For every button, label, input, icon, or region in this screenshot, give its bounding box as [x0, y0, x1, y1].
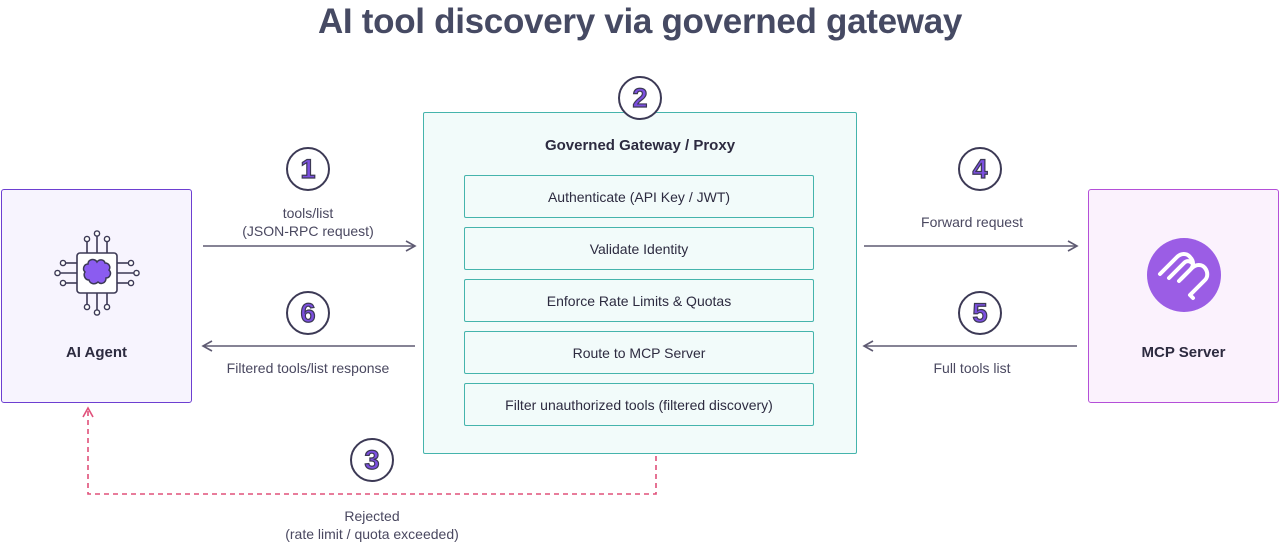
mcp-server-node: MCP Server: [1088, 189, 1279, 403]
ai-chip-icon: [54, 230, 140, 316]
gateway-title: Governed Gateway / Proxy: [544, 137, 736, 154]
step-badge-5: 5: [958, 291, 1002, 335]
gateway-node: Governed Gateway / Proxy Authenticate (A…: [423, 112, 857, 454]
filtered-response-label: Filtered tools/list response: [226, 360, 390, 376]
ai-agent-node: AI Agent: [1, 189, 192, 403]
step-badge-4: 4: [958, 147, 1002, 191]
mcp-server-label: MCP Server: [1141, 344, 1226, 361]
forward-request-label: Forward request: [921, 214, 1023, 230]
arrow-rejected: [82, 406, 657, 495]
full-tools-list-label: Full tools list: [933, 360, 1011, 376]
gateway-step-validate-identity: Validate Identity: [464, 227, 814, 270]
ai-agent-label: AI Agent: [65, 344, 128, 361]
step-badge-6: 6: [286, 291, 330, 335]
step-badge-3: 3: [350, 438, 394, 482]
rejected-label: Rejected (rate limit / quota exceeded): [285, 508, 459, 542]
gateway-step-rate-limits: Enforce Rate Limits & Quotas: [464, 279, 814, 322]
gateway-step-route: Route to MCP Server: [464, 331, 814, 374]
step-badge-2: 2: [618, 76, 662, 120]
diagram-title: AI tool discovery via governed gateway: [317, 2, 963, 41]
request-label: tools/list (JSON-RPC request): [242, 205, 374, 239]
step-badge-1: 1: [286, 147, 330, 191]
gateway-step-authenticate: Authenticate (API Key / JWT): [464, 175, 814, 218]
gateway-step-filter-tools: Filter unauthorized tools (filtered disc…: [464, 383, 814, 426]
mcp-logo-icon: [1147, 238, 1221, 312]
